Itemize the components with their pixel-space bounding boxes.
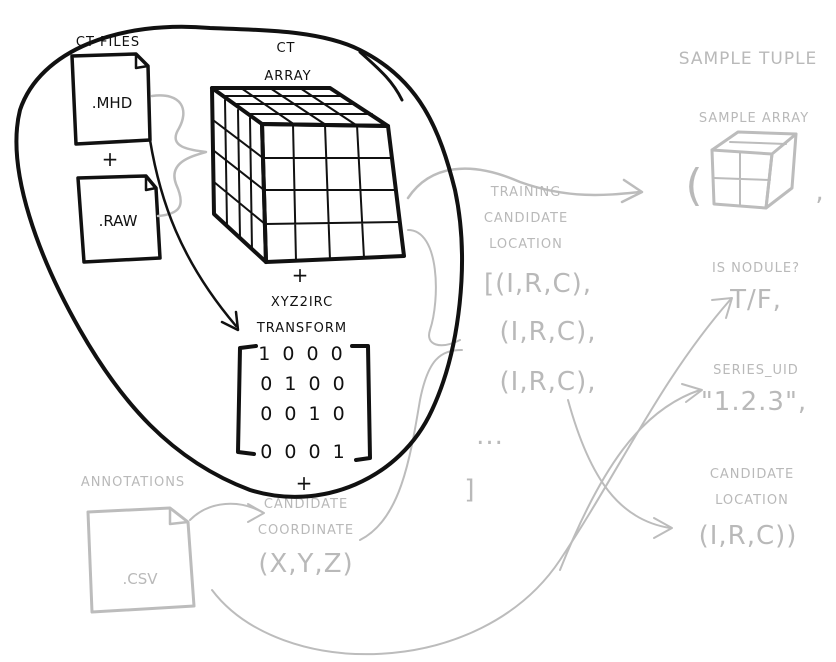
matrix-row-3: 0 0 1 0 — [260, 403, 347, 425]
arrowhead-coordinate — [247, 503, 265, 523]
curve-annotations-to-tuple — [211, 299, 731, 656]
sample-tuple-title: SAMPLE TUPLE — [679, 49, 818, 69]
training-line2: CANDIDATE — [484, 211, 568, 226]
curve-coordinate-to-training — [359, 349, 463, 541]
mhd-label: .MHD — [92, 94, 133, 112]
xyz2irc-label: XYZ2IRC — [271, 295, 333, 310]
is-nodule-label: IS NODULE? — [712, 261, 800, 276]
curve-to-candidate-location — [567, 399, 671, 529]
matrix-row-2: 0 1 0 0 — [260, 373, 347, 395]
arrowhead-is-nodule — [711, 297, 733, 319]
irc-item-3: (I,R,C), — [500, 367, 597, 397]
plus-between-files: + — [102, 147, 119, 171]
raw-file-icon — [76, 174, 162, 264]
annotations-label: ANNOTATIONS — [81, 475, 185, 490]
faded-connectors — [189, 167, 733, 656]
raw-to-transform-arrow — [148, 138, 238, 328]
irc-ellipsis: ... — [476, 421, 504, 451]
dark-connectors — [148, 94, 240, 332]
ct-array-cube-icon — [210, 86, 406, 264]
xyz2irc-transform: + XYZ2IRC TRANSFORM 1 0 0 0 0 1 0 0 0 0 … — [236, 263, 372, 495]
annotations-file: ANNOTATIONS .CSV — [81, 475, 196, 614]
sample-array-cube-icon — [710, 130, 798, 210]
arrowhead-transform — [220, 310, 240, 332]
matrix-right-bracket — [350, 344, 372, 462]
series-uid-label: SERIES_UID — [713, 363, 799, 378]
ct-group-blob-outline — [14, 24, 464, 499]
transform-label: TRANSFORM — [256, 321, 347, 336]
csv-label: .CSV — [122, 570, 158, 588]
irc-item-1: [(I,R,C), — [484, 269, 592, 299]
irc-item-2: (I,R,C), — [500, 317, 597, 347]
matrix-row-4: 0 0 0 1 — [260, 441, 347, 463]
is-nodule-value: T/F, — [729, 285, 782, 315]
training-candidate-location: TRAINING CANDIDATE LOCATION [(I,R,C), (I… — [464, 185, 597, 505]
arrowhead-series-uid — [681, 383, 703, 403]
csv-file-icon — [86, 506, 196, 614]
plus-after-cube: + — [292, 263, 309, 287]
raw-label: .RAW — [99, 212, 138, 230]
sample-tuple-open-paren: ( — [685, 160, 702, 211]
candidate-coordinate-line2: COORDINATE — [258, 523, 354, 538]
arrow-cube-to-sample — [406, 167, 642, 200]
sample-tuple: SAMPLE TUPLE SAMPLE ARRAY ( , IS NODULE?… — [679, 49, 824, 551]
candidate-location-value: (I,R,C)) — [699, 521, 798, 551]
arrowhead-candidate-location — [653, 517, 673, 539]
mhd-file-icon — [70, 52, 152, 146]
training-line3: LOCATION — [489, 237, 563, 252]
curve-to-series-uid — [559, 389, 701, 571]
irc-close-bracket: ] — [464, 475, 475, 505]
sample-array-label: SAMPLE ARRAY — [699, 111, 809, 126]
ct-array: CT ARRAY — [210, 41, 406, 264]
candidate-location-line2: LOCATION — [715, 493, 789, 508]
ct-array-line2: ARRAY — [264, 69, 311, 84]
ct-array-line1: CT — [276, 41, 295, 56]
arrowhead-sample — [620, 178, 644, 204]
matrix-row-1: 1 0 0 0 — [258, 343, 345, 365]
matrix-left-bracket — [236, 344, 258, 456]
sample-array-comma: , — [815, 177, 824, 207]
candidate-location-line1: CANDIDATE — [710, 467, 794, 482]
xyz-value: (X,Y,Z) — [258, 549, 353, 579]
candidate-coordinate-line1: CANDIDATE — [264, 497, 348, 512]
ct-files: CT FILES .MHD + .RAW — [70, 35, 162, 264]
candidate-coordinate: CANDIDATE COORDINATE (X,Y,Z) — [258, 497, 354, 579]
training-line1: TRAINING — [490, 185, 562, 200]
series-uid-value: "1.2.3", — [701, 387, 807, 417]
plus-after-matrix: + — [296, 471, 313, 495]
ct-files-label: CT FILES — [76, 35, 140, 50]
files-to-cube-brace — [150, 94, 208, 218]
loop-to-training — [407, 229, 461, 347]
